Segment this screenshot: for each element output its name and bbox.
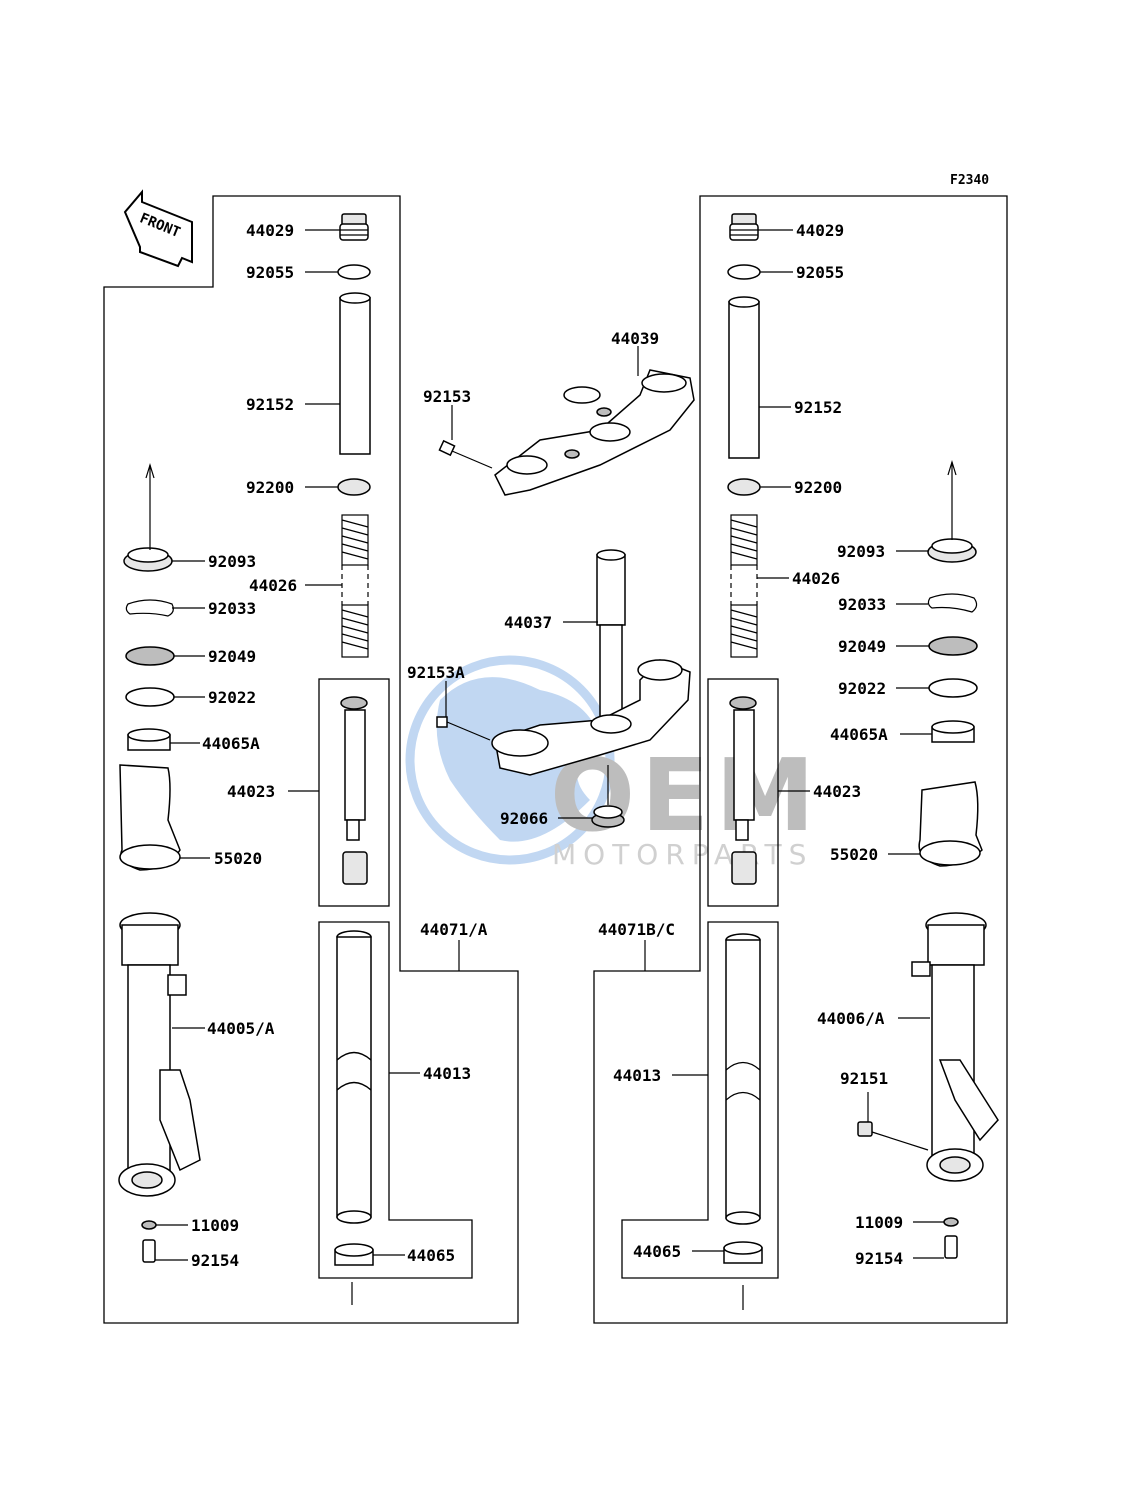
left-outer-tube-part [336, 930, 372, 1224]
label-left-92049: 92049 [208, 647, 256, 666]
right-outer-tube-part [725, 933, 761, 1225]
label-right-44071BC: 44071B/C [598, 920, 675, 939]
right-bushing-a-part [931, 720, 975, 743]
label-left-92055: 92055 [246, 263, 294, 282]
label-right-92154: 92154 [855, 1249, 903, 1268]
label-center-44037: 44037 [504, 613, 552, 632]
label-right-44026: 44026 [792, 569, 840, 588]
right-spring-collar-part [728, 296, 760, 459]
label-right-44023: 44023 [813, 782, 861, 801]
left-washer2-part [125, 687, 175, 707]
label-center-92066: 92066 [500, 809, 548, 828]
steering-group: 44039 92153 44037 92153A 92066 [407, 329, 695, 828]
left-oil-seal-part [125, 646, 175, 666]
right-axle-pinch-bolt-part [857, 1121, 929, 1151]
left-washer-part [337, 478, 371, 496]
steering-stem-part [491, 549, 691, 776]
label-left-92152: 92152 [246, 395, 294, 414]
upper-clamp-bolt-part [438, 439, 493, 469]
right-cap-bolt-part [729, 213, 759, 241]
right-washer-part [727, 478, 761, 496]
left-bushing-part [334, 1243, 374, 1305]
label-right-44029: 44029 [796, 221, 844, 240]
left-fork-guard-part [119, 764, 181, 871]
label-left-44029: 44029 [246, 221, 294, 240]
right-fork-leg-part [911, 912, 999, 1182]
front-arrow-icon: FRONT [123, 189, 193, 268]
label-right-92049: 92049 [838, 637, 886, 656]
label-left-55020: 55020 [214, 849, 262, 868]
label-center-92153A: 92153A [407, 663, 465, 682]
left-bushing-a-part [127, 728, 171, 751]
right-bushing-part [723, 1241, 763, 1310]
label-left-44023: 44023 [227, 782, 275, 801]
figure-code: F2340 [950, 173, 989, 188]
left-washer3-part [141, 1220, 157, 1230]
right-assembly-border [593, 195, 1008, 1324]
label-right-92033: 92033 [838, 595, 886, 614]
left-oring-part [337, 264, 371, 280]
label-left-92093: 92093 [208, 552, 256, 571]
label-left-44071A: 44071/A [420, 920, 488, 939]
label-right-44065: 44065 [633, 1242, 681, 1261]
label-right-92093: 92093 [837, 542, 885, 561]
label-left-44065A: 44065A [202, 734, 260, 753]
label-center-44039: 44039 [611, 329, 659, 348]
label-left-44065: 44065 [407, 1246, 455, 1265]
label-right-55020: 55020 [830, 845, 878, 864]
right-outer-tube-box [621, 921, 779, 1279]
label-left-92200: 92200 [246, 478, 294, 497]
right-spring-part [730, 514, 758, 658]
right-fork-guard-part [918, 781, 983, 867]
right-clip-part [927, 593, 978, 613]
stem-nut-part [591, 765, 625, 828]
label-left-11009: 11009 [191, 1216, 239, 1235]
left-dust-seal-part [123, 462, 173, 572]
right-drain-bolt-part [944, 1235, 958, 1259]
right-dust-seal-part [927, 459, 977, 563]
watermark-tagline: MOTORPARTS [552, 838, 813, 871]
right-oring-part [727, 264, 761, 280]
left-cap-bolt-part [339, 213, 369, 241]
left-clip-part [125, 599, 174, 617]
label-right-11009: 11009 [855, 1213, 903, 1232]
left-spring-part [341, 514, 369, 658]
label-right-44006A: 44006/A [817, 1009, 885, 1028]
left-fork-group: 44029 92055 92152 92200 92093 44026 9203… [103, 195, 519, 1324]
label-right-44065A: 44065A [830, 725, 888, 744]
label-left-92033: 92033 [208, 599, 256, 618]
left-outer-tube-box [318, 921, 473, 1279]
left-fork-leg-part [118, 912, 201, 1197]
right-inner-tube-box [707, 678, 779, 907]
label-left-44013: 44013 [423, 1064, 471, 1083]
label-left-92022: 92022 [208, 688, 256, 707]
right-washer3-part [943, 1217, 959, 1227]
label-left-44026: 44026 [249, 576, 297, 595]
left-inner-tube-box [318, 678, 390, 907]
label-right-92200: 92200 [794, 478, 842, 497]
right-inner-tube-part [729, 696, 757, 885]
right-fork-group: 44029 92055 92152 92200 92093 44026 9203… [593, 195, 1008, 1324]
lower-clamp-bolt-part [436, 716, 491, 741]
label-left-92154: 92154 [191, 1251, 239, 1270]
right-oil-seal-part [928, 636, 978, 656]
label-right-44013: 44013 [613, 1066, 661, 1085]
left-assembly-border [103, 195, 519, 1324]
label-right-92055: 92055 [796, 263, 844, 282]
left-drain-bolt-part [142, 1239, 156, 1263]
label-left-44005A: 44005/A [207, 1019, 275, 1038]
label-right-92151: 92151 [840, 1069, 888, 1088]
upper-clamp-part [494, 369, 695, 496]
right-washer2-part [928, 678, 978, 698]
label-right-92152: 92152 [794, 398, 842, 417]
left-spring-collar-part [339, 292, 371, 455]
left-inner-tube-part [340, 696, 368, 885]
label-center-92153: 92153 [423, 387, 471, 406]
label-right-92022: 92022 [838, 679, 886, 698]
